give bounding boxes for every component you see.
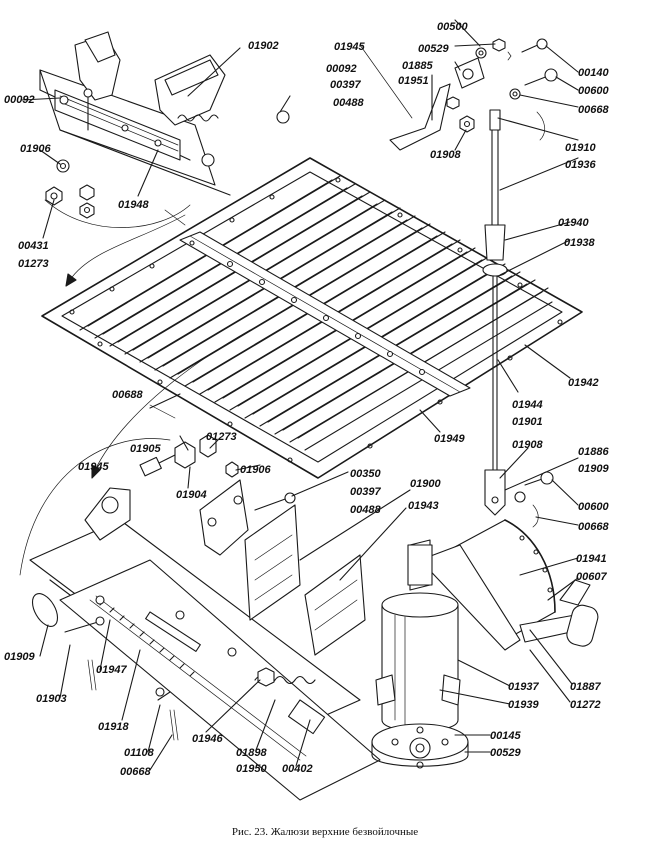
callout-label: 01908 [430,149,461,161]
callout-label: 01938 [564,237,595,249]
callout-label: 01910 [565,142,596,154]
callout-label: 00668 [578,521,609,533]
callout-label: 00529 [418,43,449,55]
callout-label: 01951 [398,75,429,87]
callout-label: 00500 [437,21,468,33]
callout-label: 01939 [508,699,539,711]
callout-label: 01108 [124,747,155,759]
callout-label: 01947 [96,664,127,676]
callout-label: 01898 [236,747,267,759]
callout-label: 00145 [490,730,521,742]
callout-label: 01887 [570,681,601,693]
callout-label: 01948 [118,199,149,211]
detail-leader-arrows [65,214,251,479]
callout-label: 01937 [508,681,539,693]
callout-label: 01949 [434,433,465,445]
callout-label: 00600 [578,501,609,513]
callout-label: 00397 [350,486,381,498]
part-callouts: 01902 00092 01906 01948 00431 01273 0194… [4,21,609,778]
callout-label: 01273 [18,258,49,270]
callout-label: 00488 [350,504,381,516]
callout-label: 00668 [120,766,151,778]
callout-label: 01272 [570,699,601,711]
callout-label: 01945 [334,41,365,53]
callout-label: 00140 [578,67,609,79]
control-lever-parts [359,38,558,528]
callout-label: 01908 [512,439,543,451]
inset-louver-edge-detail [39,31,290,228]
callout-label: 00397 [330,79,361,91]
callout-label: 01905 [130,443,161,455]
callout-label: 01936 [565,159,596,171]
callout-label: 00350 [350,468,381,480]
callout-label: 01946 [192,733,223,745]
callout-label: 00431 [18,240,49,252]
callout-label: 01900 [410,478,441,490]
louver-panel [41,157,583,479]
lower-mechanism [19,404,381,801]
callout-label: 01909 [578,463,609,475]
figure-title: Жалюзи верхние безвойлочные [270,826,419,838]
callout-label: 01941 [576,553,607,565]
callout-label: 01903 [36,693,67,705]
callout-label: 01942 [568,377,599,389]
callout-label: 00600 [578,85,609,97]
callout-label: 01950 [236,763,267,775]
callout-label: 01940 [558,217,589,229]
callout-label: 00688 [112,389,143,401]
leader-lines [21,19,579,771]
drive-motor-and-crank [371,519,599,769]
figure-number: Рис. 23. [231,826,268,838]
callout-label: 01902 [248,40,279,52]
callout-label: 01918 [98,721,129,733]
callout-label: 00607 [576,571,607,583]
callout-label: 01886 [578,446,609,458]
figure-caption: Рис. 23. Жалюзи верхние безвойлочные [0,826,650,838]
callout-label: 01943 [408,500,439,512]
callout-label: 01885 [402,60,433,72]
callout-label: 01906 [240,464,271,476]
callout-label: 00488 [333,97,364,109]
callout-label: 00529 [490,747,521,759]
callout-label: 01273 [206,431,237,443]
callout-label: 01906 [20,143,51,155]
callout-label: 00402 [282,763,313,775]
callout-label: 00092 [326,63,357,75]
callout-label: 01909 [4,651,35,663]
callout-label: 01904 [176,489,207,501]
callout-label: 01945 [78,461,109,473]
callout-label: 00668 [578,104,609,116]
callout-label: 00092 [4,94,35,106]
callout-label: 01944 [512,399,543,411]
callout-label: 01901 [512,416,543,428]
